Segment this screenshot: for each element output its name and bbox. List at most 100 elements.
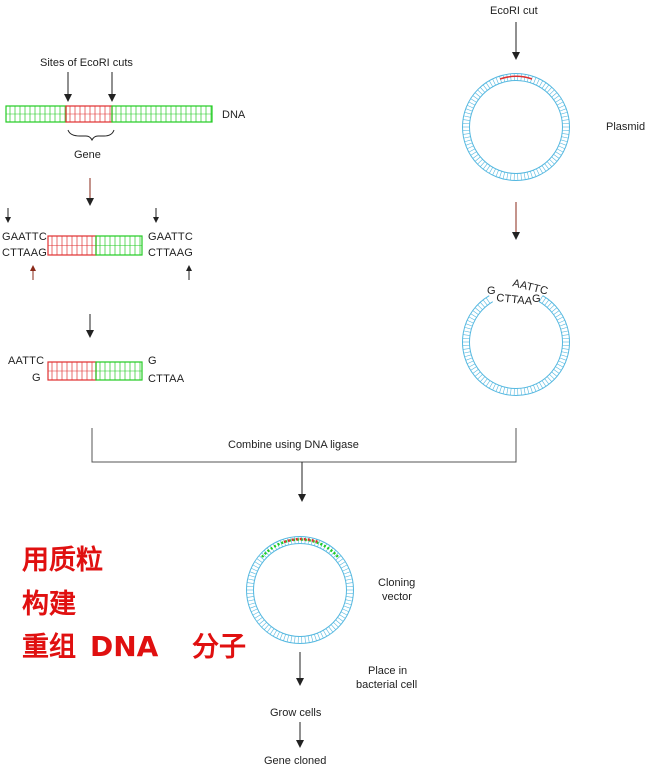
sticky-right-bottom: CTTAA bbox=[148, 373, 185, 385]
grow-arrowhead bbox=[296, 740, 304, 748]
plasmid2-rung bbox=[499, 386, 501, 393]
plasmid2-rung bbox=[467, 320, 473, 323]
plasmid3-rung bbox=[248, 579, 255, 580]
plasmid1-rung bbox=[469, 149, 475, 152]
plasmid1-rung bbox=[503, 172, 505, 179]
gene-label: Gene bbox=[74, 149, 101, 161]
plasmid2-rung bbox=[562, 348, 569, 349]
plasmid1-rung bbox=[562, 133, 569, 134]
plasmid2-rung bbox=[539, 382, 543, 388]
plasmid1-rung bbox=[478, 159, 483, 164]
caption-line-2: 构建 bbox=[22, 589, 76, 620]
marker-arrowhead-bl bbox=[30, 265, 36, 271]
plasmid2-rung bbox=[483, 379, 487, 385]
plasmid3-rung bbox=[280, 633, 283, 639]
plasmid1-rung bbox=[554, 96, 560, 100]
plasmid1-rung bbox=[486, 166, 490, 172]
plasmid1-rung bbox=[493, 79, 496, 85]
plasmid2-rung bbox=[547, 302, 552, 307]
plasmid1-rung bbox=[524, 173, 525, 180]
plasmid2-rung bbox=[555, 314, 561, 318]
plasmid3-rung bbox=[345, 575, 352, 577]
plasmid1-rung bbox=[465, 112, 472, 114]
plasmid3-rung bbox=[317, 633, 320, 639]
plasmid2-rung bbox=[466, 324, 473, 326]
plasmid1-rung bbox=[473, 154, 479, 158]
plasmid1-rung bbox=[552, 93, 557, 97]
plasmid3-rung bbox=[345, 603, 352, 605]
plasmid2-rung bbox=[530, 386, 532, 393]
plasmid2-rung bbox=[554, 311, 560, 315]
plasmid1-rung bbox=[533, 170, 536, 176]
plasmid2-rung bbox=[545, 379, 549, 385]
marker-arrowhead-br bbox=[186, 265, 192, 271]
plasmid2-rung bbox=[536, 384, 539, 390]
plasmid2-rung bbox=[507, 388, 508, 395]
plasmid3-rung bbox=[339, 562, 345, 566]
plasmid1-rung bbox=[486, 83, 490, 89]
plasmid2-rung bbox=[467, 361, 473, 364]
plasmid3-rung bbox=[257, 559, 263, 563]
marker-arrowhead-tr bbox=[153, 217, 159, 223]
cloning-vector-circle bbox=[247, 537, 354, 644]
plasmid1-rung bbox=[496, 77, 499, 83]
plasmid2-rung bbox=[554, 369, 560, 373]
plasmid1-rung bbox=[552, 157, 557, 161]
plasmid3-inner bbox=[254, 544, 347, 637]
plasmid-seq-bottom: CTTAA bbox=[496, 292, 534, 308]
plasmid3-rung bbox=[287, 635, 289, 642]
plasmid1-rung bbox=[536, 79, 539, 85]
plasmid3-rung bbox=[338, 559, 344, 563]
plasmid1-rung bbox=[478, 90, 483, 95]
plasmid2-rung bbox=[478, 305, 483, 310]
plasmid2-rung bbox=[464, 352, 471, 353]
plasmid2-rung bbox=[552, 308, 557, 312]
plasmid3-rung bbox=[341, 565, 347, 568]
place-in-label-1: Place in bbox=[368, 665, 407, 677]
plasmid1-rung bbox=[562, 120, 569, 121]
plasmid3-rung bbox=[255, 615, 261, 619]
plasmid3-rung bbox=[253, 612, 259, 615]
plasmid2-rung bbox=[480, 377, 485, 382]
plasmid2-rung bbox=[549, 305, 554, 310]
plasmid1-rung bbox=[463, 120, 470, 121]
plasmid3-rung bbox=[338, 617, 344, 621]
dna-label: DNA bbox=[222, 109, 246, 121]
plasmid2-rung bbox=[480, 302, 485, 307]
plasmid-opened bbox=[462, 296, 569, 396]
plasmid1-rung bbox=[561, 137, 568, 138]
plasmid2-rung bbox=[545, 300, 549, 306]
plasmid3-rung bbox=[250, 606, 257, 608]
plasmid3-rung bbox=[326, 629, 330, 635]
plasmid2-rung bbox=[547, 377, 552, 382]
plasmid2-rung bbox=[496, 385, 499, 391]
plasmid3-rung bbox=[323, 630, 327, 636]
plasmid3-rung bbox=[311, 635, 313, 642]
plasmid2-rung bbox=[560, 324, 567, 326]
plasmid1-rung bbox=[471, 152, 477, 156]
plasmid2-rung bbox=[469, 364, 475, 367]
plasmid1-rung bbox=[480, 162, 485, 167]
plasmid1-rung bbox=[465, 140, 472, 142]
plasmid3-rung bbox=[308, 636, 309, 643]
plasmid3-rung bbox=[341, 612, 347, 615]
plasmid2-rung bbox=[465, 327, 472, 329]
plasmid2-rung bbox=[558, 361, 564, 364]
plasmid2-rung bbox=[562, 335, 569, 336]
plasmid3-rung bbox=[342, 568, 348, 571]
plasmid2-rung bbox=[486, 381, 490, 387]
plasmid3-rung bbox=[344, 572, 351, 574]
plasmid1-rung bbox=[471, 99, 477, 103]
plasmid3-rung bbox=[294, 636, 295, 643]
plasmid2-rung bbox=[471, 367, 477, 371]
plasmid2-rung bbox=[557, 317, 563, 320]
plasmid1-rung bbox=[466, 143, 473, 145]
plasmid1-rung bbox=[467, 105, 473, 108]
plasmid2-rung bbox=[524, 388, 525, 395]
plasmid2-rung bbox=[549, 374, 554, 379]
plasmid1-rung bbox=[558, 105, 564, 108]
plasmid2-rung bbox=[473, 311, 479, 315]
plasmid2-rung bbox=[561, 327, 568, 329]
plasmid1-rung bbox=[561, 116, 568, 117]
gene-brace bbox=[68, 130, 114, 140]
